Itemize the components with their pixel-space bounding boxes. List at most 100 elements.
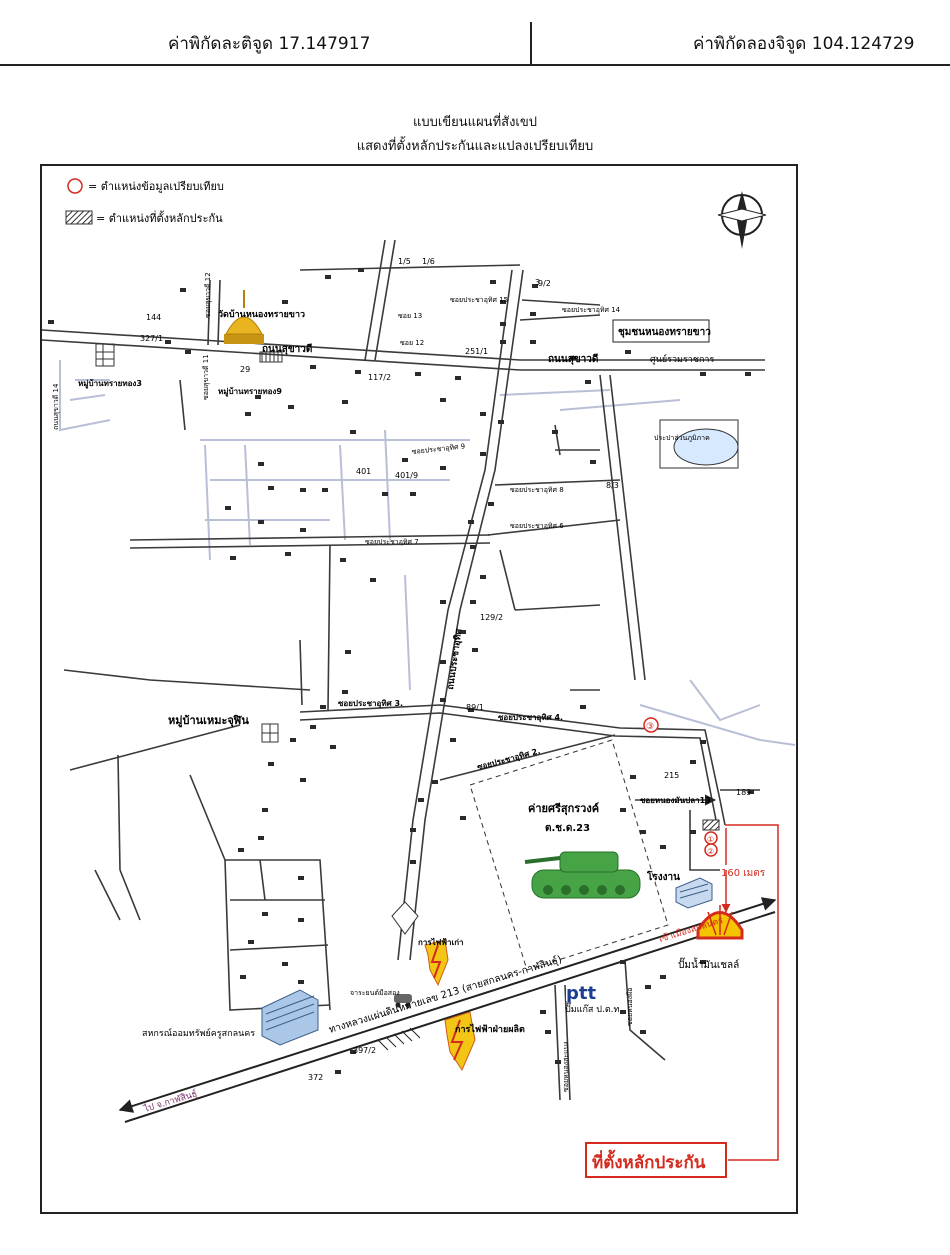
crosswalk-marks [377, 1027, 421, 1051]
soi-8-label: ซอยประชาอุทิศ 8 [510, 486, 564, 494]
svg-text:372: 372 [308, 1073, 323, 1082]
svg-text:401/9: 401/9 [395, 471, 418, 480]
electricity-production-label: การไฟฟ้าฝ่ายผลิต [455, 1023, 525, 1035]
house-markers [48, 268, 754, 1074]
tank-icon [524, 851, 641, 899]
soi-sukhawadi-11-label: ซอยสุขาวดี 11 [202, 354, 210, 400]
diamond-marker [391, 901, 419, 935]
camp-boundary [469, 739, 669, 971]
soi-13-label: ซอย 13 [398, 312, 422, 320]
road-main-label: ถนนสุขาวดี [262, 343, 312, 355]
svg-text:144: 144 [146, 313, 161, 322]
ptt-station-label: ปั๊มแก๊ส ป.ต.ท [565, 1002, 620, 1015]
highway-213 [118, 897, 777, 1123]
soi-7-label: ซอยประชาอุทิศ 7 [365, 538, 419, 546]
map-subtitle: แสดงที่ตั้งหลักประกันและแปลงเปรียบเทียบ [356, 139, 594, 154]
car-icon [394, 994, 412, 1008]
svg-text:29: 29 [240, 365, 250, 374]
car-dealer-label: จาระยนต์มือสอง [350, 989, 400, 997]
soi-14-label: ซอยประชาอุทิศ 14 [562, 306, 621, 314]
minor-roads [59, 360, 796, 746]
roads [41, 239, 765, 1101]
svg-text:1/5: 1/5 [398, 257, 411, 266]
longitude-text: ค่าพิกัดลองจิจูด 104.124729 [693, 34, 915, 54]
soi-15-label: ซอยประชาอุทิศ 15 [450, 296, 508, 304]
map-frame [40, 164, 798, 1214]
collateral-callout-lines [721, 824, 779, 1161]
soi-3-label: ซอยประชาอุทิศ 3. [338, 699, 403, 709]
water-works: ประปาส่วนภูมิภาค [654, 419, 739, 469]
map-labels: ถนนสุขาวดี ถนนสุขาวดี ศูนย์รวมราชการ หมู… [52, 272, 739, 1115]
soi-nongphue-label: ซอยหนองผือ [626, 988, 634, 1026]
to-center-label: ศูนย์รวมราชการ [650, 353, 714, 365]
hemchulin-block [261, 723, 279, 743]
factory-label: โรงงาน [646, 870, 680, 883]
compass-north-icon: N [717, 191, 767, 249]
svg-text:②: ② [707, 847, 714, 856]
coordinates-bar: ค่าพิกัดละติจูด 17.147917 ค่าพิกัดลองจิจ… [0, 0, 950, 66]
camp-unit-label: ต.ช.ด.23 [545, 823, 590, 834]
collateral-callout-box [585, 1142, 727, 1178]
soi-12-label: ซอย 12 [400, 339, 424, 347]
legend-collateral: = ตำแหน่งที่ตั้งหลักประกัน [96, 210, 223, 225]
soi-6-label: ซอยประชาอุทิศ 6 [510, 522, 564, 530]
village-43-label: หมู่บ้านทรายทอง3 [78, 378, 142, 389]
coop-label: สหกรณ์ออมทรัพย์ครูสกลนคร [142, 1027, 255, 1039]
camp-label: ค่ายศรีสุกรวงค์ [528, 802, 599, 816]
svg-text:89/1: 89/1 [466, 703, 484, 712]
svg-text:N: N [738, 211, 746, 222]
soi-2-label: ซอยประชาอุทิศ 2. [476, 746, 541, 772]
svg-text:189: 189 [736, 788, 751, 797]
village-block [95, 343, 115, 367]
svg-text:401: 401 [356, 467, 371, 476]
svg-text:327/1: 327/1 [140, 334, 163, 343]
collateral-hatch-icon [65, 210, 93, 225]
building-icon [675, 877, 713, 909]
map-title: แบบเขียนแผนที่สังเขป [412, 115, 538, 130]
house-number-labels: 144 327/1 29 117/2 401 401/9 8/3 129/2 8… [140, 257, 751, 1082]
village-hemchulin-label: หมู่บ้านเหมะจุฬิน [168, 714, 249, 728]
road-sukhawadi-14-label: ถนนสุขาวดี 14 [52, 383, 60, 430]
temple-label: วัดบ้านหนองทรายขาว [218, 309, 305, 320]
water-works-label: ประปาส่วนภูมิภาค [654, 434, 710, 442]
svg-text:①: ① [707, 835, 714, 844]
temple-icon [224, 290, 283, 363]
coop-building-icon [261, 989, 319, 1046]
distance-label: 160 เมตร [721, 868, 766, 879]
collateral-marker [702, 819, 720, 831]
ptt-logo-icon: ptt [566, 983, 606, 1004]
old-electricity-label: การไฟฟ้าเก่า [418, 937, 464, 947]
svg-text:1/6: 1/6 [422, 257, 435, 266]
electricity-authority-icon [424, 939, 449, 987]
svg-text:ptt: ptt [566, 983, 596, 1004]
village-9-label: หมู่บ้านทรายทอง9 [218, 386, 282, 397]
svg-text:③: ③ [646, 722, 654, 732]
comparable-markers: ③ ① ② [643, 717, 718, 857]
community-box [612, 319, 710, 343]
road-prachautit-label: ถนนประชาอุทิศ [445, 628, 464, 691]
latitude-text: ค่าพิกัดละติจูด 17.147917 [168, 34, 371, 54]
svg-text:397/2: 397/2 [353, 1046, 376, 1055]
svg-text:251/1: 251/1 [465, 347, 488, 356]
community-label: ชุมชนหนองทรายขาว [618, 327, 711, 338]
comparable-marker-icon [67, 178, 83, 194]
soi-nongsaeng-label: ซอยหนองสะแบง [562, 1042, 570, 1092]
svg-text:9/2: 9/2 [538, 279, 551, 288]
legend: = ตำแหน่งข้อมูลเปรียบเทียบ = ตำแหน่งที่ต… [65, 178, 224, 225]
svg-text:117/2: 117/2 [368, 373, 391, 382]
svg-text:3: 3 [535, 278, 540, 287]
collateral-callout-label: ที่ตั้งหลักประกัน [592, 1149, 706, 1173]
svg-text:129/2: 129/2 [480, 613, 503, 622]
shell-logo-icon [696, 905, 744, 940]
electricity-production-icon [444, 1011, 476, 1072]
soi-sukhawadi-12-label: ซอยสุขาวดี 12 [204, 272, 212, 318]
soi-4-label: ซอยประชาอุทิศ 4. [498, 713, 563, 723]
coordinates-divider [530, 22, 532, 64]
soi-9-label: ซอยประชาอุทิศ 9 [411, 442, 465, 456]
road-main-east-label: ถนนสุขาวดี [548, 353, 598, 365]
svg-text:215: 215 [664, 771, 679, 780]
shell-label: ปั๊มน้ำมันเชลล์ [678, 957, 739, 971]
legend-comparable: = ตำแหน่งข้อมูลเปรียบเทียบ [88, 180, 224, 193]
svg-text:8/3: 8/3 [606, 481, 619, 490]
